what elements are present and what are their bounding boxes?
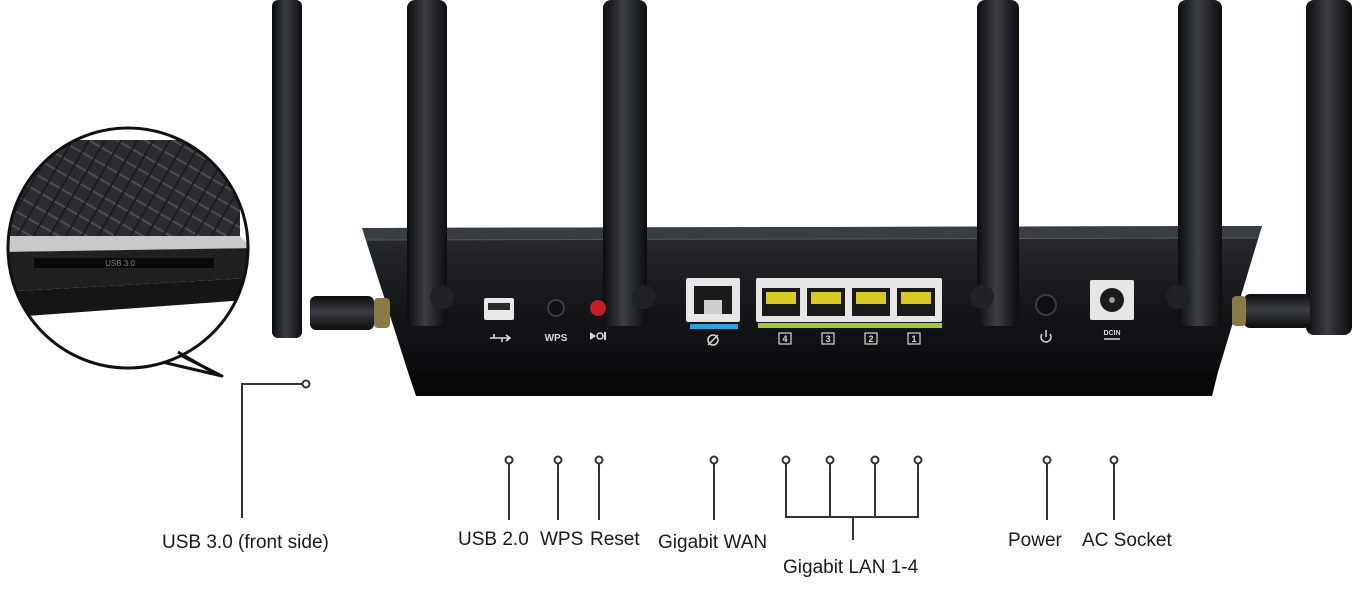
callout-lines: [241, 383, 1115, 540]
svg-text:3: 3: [825, 334, 830, 344]
wan-port: [686, 278, 740, 329]
antenna-3: [603, 0, 656, 326]
lan-port-3: [807, 288, 845, 316]
label-usb2: USB 2.0: [458, 529, 529, 550]
lan-number-2: 2: [864, 332, 878, 345]
ac-socket: [1090, 280, 1134, 320]
antenna-right-outer: [1306, 0, 1352, 335]
power-button: [1035, 294, 1057, 316]
lan-number-1: 1: [907, 332, 921, 345]
callout-dots: [301, 379, 1119, 465]
antenna-5: [1166, 0, 1222, 326]
antenna-4: [970, 0, 1019, 326]
usb3-zoom-bubble: USB 3.0: [6, 126, 250, 378]
antenna-2: [407, 0, 454, 326]
lan-number-4: 4: [778, 332, 792, 345]
lan-port-1: [897, 288, 935, 316]
lan-number-3: 3: [821, 332, 835, 345]
lan-port-block: [756, 278, 942, 328]
dcin-mark: DCIN: [1103, 330, 1120, 337]
label-usb3: USB 3.0 (front side): [162, 532, 329, 553]
lan-port-4: [762, 288, 800, 316]
svg-text:4: 4: [782, 334, 787, 344]
usb2-port: [484, 298, 514, 320]
reset-icon: [590, 332, 606, 340]
reset-button: [590, 300, 606, 316]
label-power: Power: [1008, 530, 1062, 551]
globe-icon: [707, 334, 719, 346]
svg-text:1: 1: [911, 334, 916, 344]
usb3-front-mark: USB 3.0: [105, 259, 135, 268]
label-reset: Reset: [590, 529, 640, 550]
label-wps: WPS: [540, 529, 584, 550]
usb-icon: [490, 334, 512, 342]
label-ac-socket: AC Socket: [1082, 530, 1172, 551]
lan-port-2: [852, 288, 890, 316]
label-wan: Gigabit WAN: [658, 532, 768, 553]
power-icon: [1040, 330, 1052, 343]
antenna-left-outer: [272, 0, 302, 338]
wps-button: [547, 299, 565, 317]
wps-mark: WPS: [545, 333, 568, 344]
svg-text:2: 2: [868, 334, 873, 344]
antenna-connector-left: [310, 296, 390, 330]
label-lan: Gigabit LAN 1-4: [783, 557, 919, 578]
antenna-connector-right: [1232, 294, 1310, 328]
